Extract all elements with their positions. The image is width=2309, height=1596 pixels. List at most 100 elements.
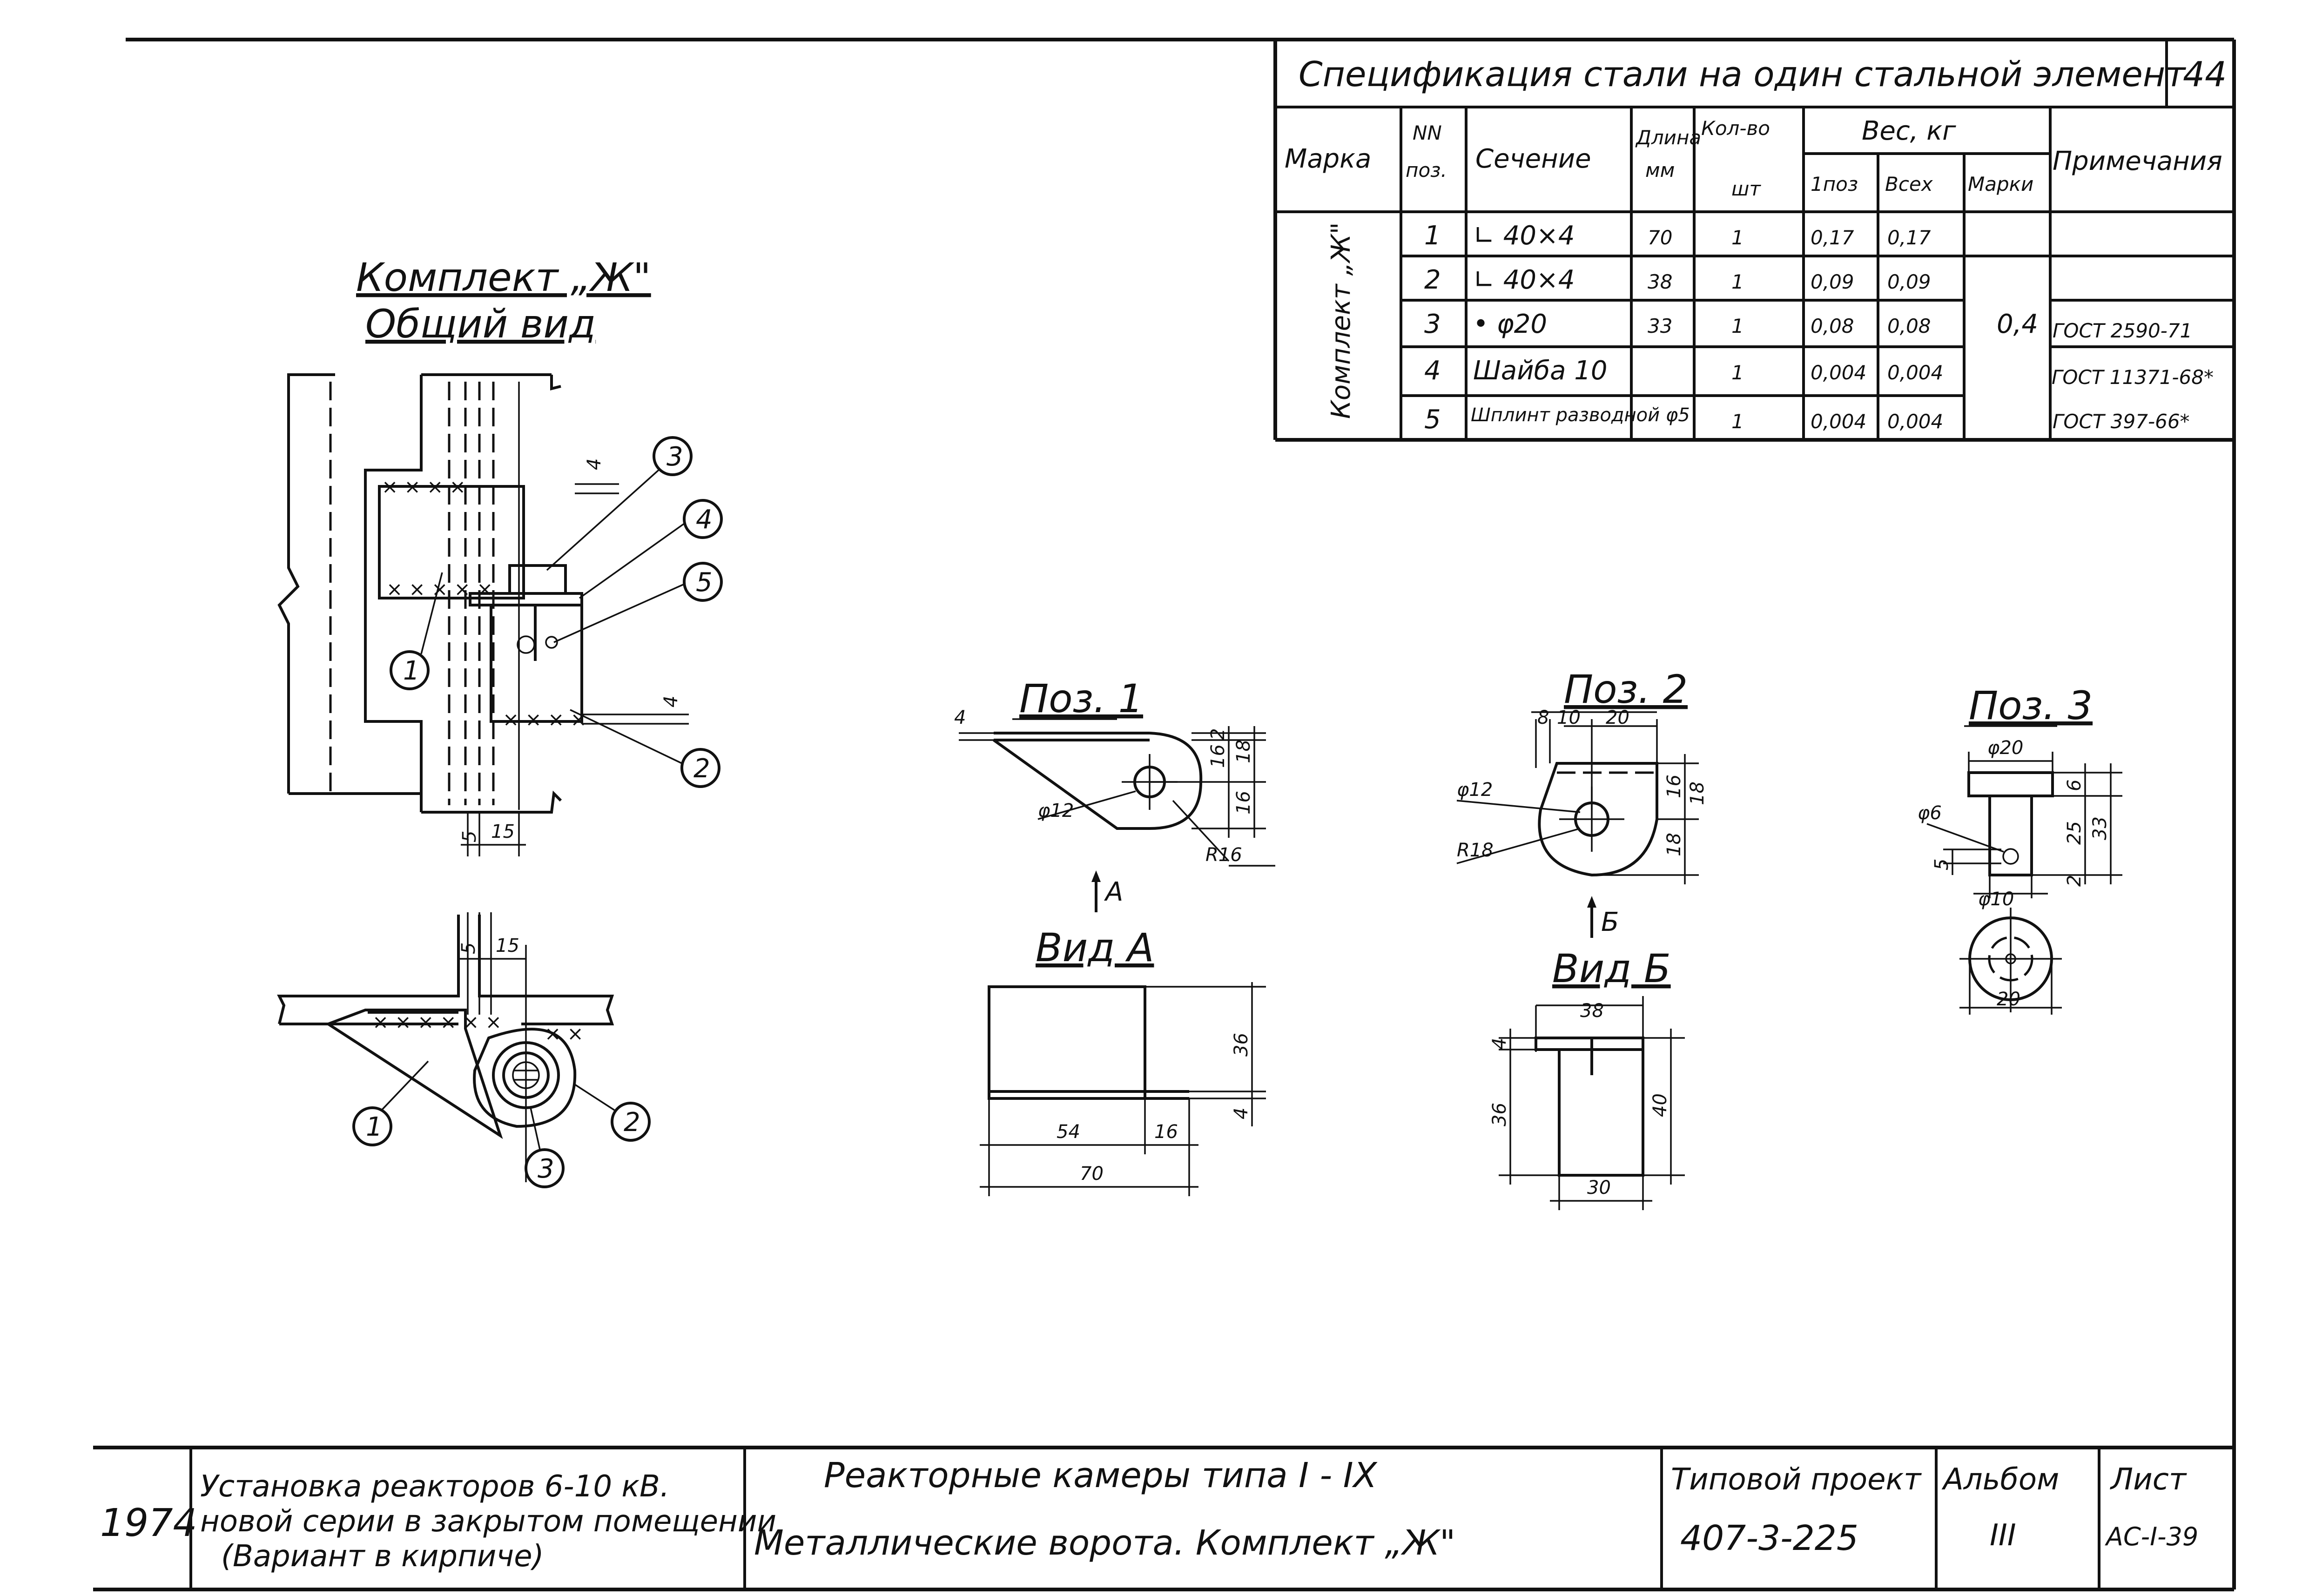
row1-poz: 1 <box>1424 221 1441 251</box>
callout-2: 2 <box>693 754 710 784</box>
row4-section: Шайба 10 <box>1473 356 1608 386</box>
general-view: Комплект „Ж" Общий вид × × × × × × × × ×… <box>277 255 723 856</box>
poz2-arrow-label: Б <box>1601 907 1619 937</box>
poz1-detail: Поз. 1 4 2 16 18 16 φ12 R16 А <box>954 676 1275 912</box>
tb-sheet-label: Лист <box>2110 1462 2187 1497</box>
row5-w1: 0,004 <box>1811 410 1866 433</box>
poz3-dim-phi20: φ20 <box>1987 737 2023 759</box>
row3-section: • φ20 <box>1473 309 1547 339</box>
col-section: Сечение <box>1475 144 1591 174</box>
poz1-dim-2: 2 <box>1207 728 1229 740</box>
tb-album-no: III <box>1990 1518 2016 1553</box>
tb-desc-1: Установка реакторов 6-10 кВ. <box>200 1469 669 1504</box>
vidA-dim-70: 70 <box>1080 1163 1104 1185</box>
vidB-dim-30: 30 <box>1587 1177 1611 1199</box>
tb-project-no: 407-3-225 <box>1680 1518 1858 1558</box>
vidB-title: Вид Б <box>1552 946 1671 991</box>
row2-poz: 2 <box>1424 265 1441 295</box>
poz1-dim-18: 18 <box>1233 740 1254 763</box>
vidA-detail: Вид А 36 4 54 16 70 <box>980 925 1266 1196</box>
poz1-phi: φ12 <box>1038 800 1074 822</box>
svg-text:× × × ×: × × × × <box>382 475 466 498</box>
row5-poz: 5 <box>1424 404 1441 435</box>
poz1-dim-16b: 16 <box>1233 791 1254 815</box>
callout-1: 1 <box>403 656 420 686</box>
main-title: Комплект „Ж" <box>356 255 651 300</box>
vidB-dim-38: 38 <box>1580 1000 1604 1022</box>
poz1-dim-16a: 16 <box>1207 744 1229 768</box>
poz2-dim-18: 18 <box>1687 781 1708 805</box>
col-w1poz: 1поз <box>1811 173 1858 195</box>
row3-note: ГОСТ 2590-71 <box>2053 319 2192 342</box>
plan-dim-5: 5 <box>458 943 479 954</box>
plan-callout-1: 1 <box>366 1112 383 1142</box>
row4-note: ГОСТ 11371-68* <box>2052 366 2214 389</box>
row5-note: ГОСТ 397-66* <box>2053 410 2190 433</box>
col-wall: Всех <box>1885 173 1933 195</box>
row2-qty: 1 <box>1731 270 1744 293</box>
row5-qty: 1 <box>1731 410 1744 433</box>
row3-poz: 3 <box>1424 309 1441 339</box>
poz3-dim-25: 25 <box>2064 821 2085 845</box>
vidB-detail: Вид Б 38 4 36 40 30 <box>1489 946 1685 1210</box>
vidA-dim-54: 54 <box>1057 1121 1080 1143</box>
col-poz: поз. <box>1406 159 1447 182</box>
row2-wall: 0,09 <box>1887 270 1931 293</box>
row1-section: ∟ 40×4 <box>1473 221 1575 251</box>
main-dim-15: 15 <box>491 821 515 842</box>
row4-poz: 4 <box>1424 356 1441 386</box>
col-qty-unit: шт <box>1731 177 1761 200</box>
row3-length: 33 <box>1648 315 1672 337</box>
row4-wall: 0,004 <box>1887 361 1943 384</box>
poz2-dim-8: 8 <box>1537 707 1549 728</box>
poz3-dim-2: 2 <box>2064 875 2085 887</box>
col-marka: Марка <box>1285 144 1371 174</box>
col-qty: Кол-во <box>1701 117 1770 140</box>
plan-view: × × × × × × × × 1 2 3 5 15 <box>277 912 651 1188</box>
poz1-title: Поз. 1 <box>1019 676 1143 721</box>
poz3-phi10: φ10 <box>1978 889 2014 910</box>
poz3-title: Поз. 3 <box>1969 683 2093 728</box>
vidA-dim-16: 16 <box>1154 1121 1178 1143</box>
poz2-radius: R18 <box>1457 840 1494 861</box>
vidB-dim-4: 4 <box>1489 1038 1510 1050</box>
tb-name-2: Металлические ворота. Комплект „Ж" <box>754 1523 1455 1563</box>
vidA-title: Вид А <box>1036 925 1154 970</box>
poz1-radius: R16 <box>1205 844 1242 866</box>
vidA-dim-36: 36 <box>1231 1033 1252 1057</box>
tb-desc-2: новой серии в закрытом помещении <box>200 1504 776 1539</box>
plan-dim-15: 15 <box>496 935 519 956</box>
tb-sheet-no: АС-I-39 <box>2105 1522 2198 1551</box>
poz2-title: Поз. 2 <box>1564 667 1688 712</box>
col-length-2: мм <box>1645 159 1675 182</box>
poz2-dim-18b: 18 <box>1663 833 1685 856</box>
col-length-1: Длина <box>1635 126 1701 149</box>
row1-wall: 0,17 <box>1887 226 1931 249</box>
main-dim-5: 5 <box>459 831 480 842</box>
main-dim-4b: 4 <box>660 696 682 707</box>
poz3-dim-20: 20 <box>1997 989 2020 1010</box>
main-subtitle: Общий вид <box>365 301 596 347</box>
row2-w1: 0,09 <box>1811 270 1854 293</box>
mark-name: Комплект „Ж" <box>1326 222 1356 419</box>
row5-section: Шплинт разводной φ5 <box>1471 404 1690 426</box>
poz3-dim-5: 5 <box>1931 859 1952 870</box>
row4-w1: 0,004 <box>1811 361 1866 384</box>
tb-album-label: Альбом <box>1941 1462 2059 1497</box>
tb-year: 1974 <box>100 1501 197 1545</box>
row3-qty: 1 <box>1731 315 1744 337</box>
callout-4: 4 <box>696 505 713 535</box>
poz1-arrow-label: А <box>1104 877 1123 907</box>
tb-project-label: Типовой проект <box>1671 1462 1922 1497</box>
vidB-dim-40: 40 <box>1649 1093 1671 1117</box>
poz2-detail: Поз. 2 8 10 20 16 18 18 φ12 R18 Б <box>1456 667 1708 938</box>
row1-length: 70 <box>1648 226 1672 249</box>
plan-callout-2: 2 <box>624 1107 640 1138</box>
poz3-detail: Поз. 3 φ20 6 25 33 2 φ6 5 φ10 <box>1918 683 2122 1015</box>
poz2-dim-20: 20 <box>1606 707 1629 728</box>
row1-w1: 0,17 <box>1811 226 1854 249</box>
spec-page-no: 44 <box>2183 54 2227 94</box>
poz2-dim-16: 16 <box>1663 774 1685 798</box>
svg-text:× × × × × ×: × × × × × × <box>372 1010 502 1033</box>
